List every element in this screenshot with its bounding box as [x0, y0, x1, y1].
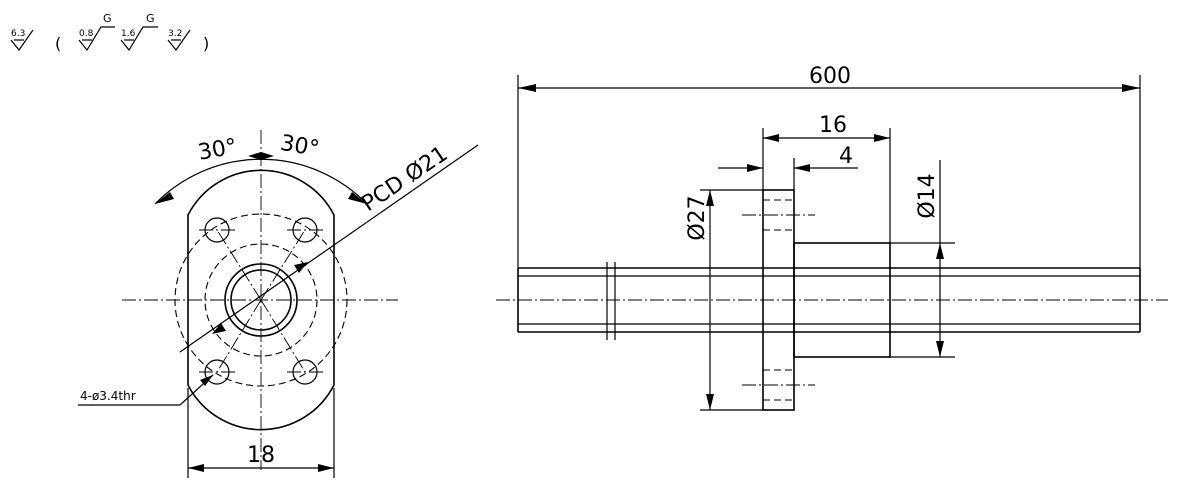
roughness-symbol-1: 0.8 G: [78, 12, 115, 52]
roughness-main-symbol: 6.3: [10, 29, 34, 52]
bolt-holes: [199, 217, 323, 385]
roughness-symbols: 6.3 ( 0.8 G 1.6 G 3.2 ): [10, 12, 209, 53]
angle-left-label: 30°: [196, 134, 239, 165]
width-arrow-right: [318, 464, 334, 472]
roughness-value-3: 3.2: [168, 29, 182, 39]
width-arrow-left: [188, 464, 204, 472]
roughness-main-value: 6.3: [11, 29, 25, 39]
angle-arrow-right: [348, 192, 367, 204]
bore-outer-circle: [224, 263, 298, 337]
flange-thickness-arrow-right: [794, 164, 810, 172]
flange-dia-arrow-top: [706, 190, 714, 206]
length-arrow-right: [1122, 84, 1140, 92]
overall-length-label: 600: [809, 64, 851, 89]
bore-inner-circle: [230, 269, 292, 331]
pcd-label: PCD Ø21: [357, 142, 452, 217]
pcd-arrow: [294, 262, 308, 273]
hole-note-label: 4-ø3.4thr: [80, 389, 136, 403]
angle-arrow-center-right: [261, 152, 274, 160]
roughness-value-2: 1.6: [121, 29, 136, 39]
angle-right-label: 30°: [278, 131, 321, 162]
nut-length-arrow-left: [763, 134, 779, 142]
body-diameter-label: Ø14: [915, 173, 940, 218]
roughness-open-paren: (: [55, 34, 61, 53]
nut-body: [793, 242, 891, 358]
flange-dia-arrow-bottom: [706, 394, 714, 410]
pcd-arrow-lower: [212, 323, 226, 334]
angle-arrow-center-left: [248, 152, 261, 160]
body-dia-arrow-bottom: [936, 341, 944, 357]
pcd-dashed-circle: [204, 243, 318, 357]
flange-thickness-arrow-left: [747, 164, 763, 172]
angle-arrow-left: [155, 192, 174, 204]
flange-diameter-label: Ø27: [685, 195, 710, 240]
roughness-grade-2: G: [146, 12, 155, 25]
hole-note-arrow: [200, 375, 213, 386]
body-dia-arrow-top: [936, 243, 944, 259]
flange-outer-dashed-circle: [174, 213, 348, 387]
roughness-symbol-2: 1.6 G: [120, 12, 158, 52]
pcd-leader-line: [179, 144, 479, 353]
nut-length-label: 16: [819, 113, 847, 138]
length-arrow-left: [518, 84, 536, 92]
roughness-value-1: 0.8: [79, 29, 94, 39]
width-label: 18: [247, 443, 275, 468]
nut-length-arrow-right: [874, 134, 890, 142]
roughness-symbol-3: 3.2: [167, 29, 191, 52]
flange-thickness-label: 4: [839, 144, 853, 169]
side-view: 600 16 4 Ø27 Ø14: [496, 64, 1168, 411]
roughness-close-paren: ): [203, 34, 209, 53]
flange-outline: [187, 169, 335, 431]
roughness-grade-1: G: [103, 12, 112, 25]
front-view: 30° 30° PCD Ø21 4-ø3.4thr 18: [78, 130, 479, 478]
